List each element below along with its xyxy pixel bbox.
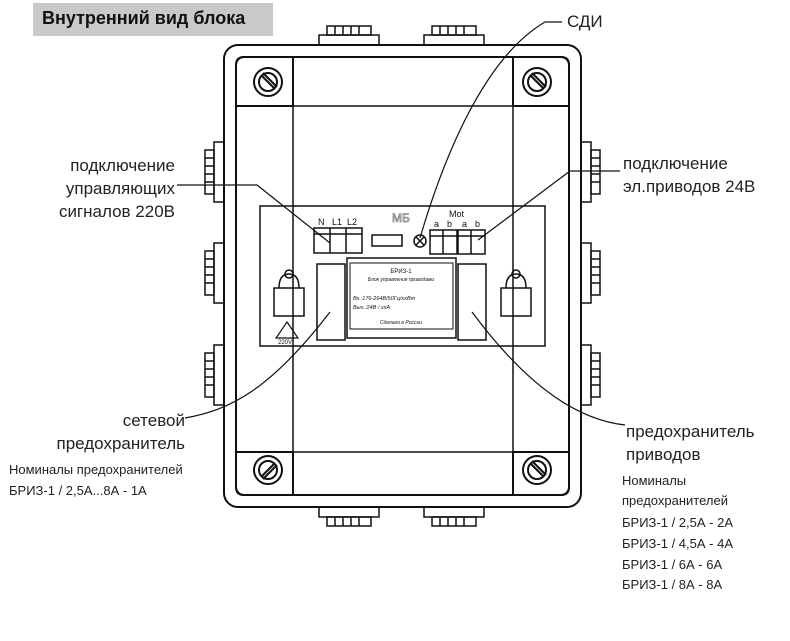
terminal-label-l2: L2 (347, 217, 357, 227)
label-control-signals-line-1: подключение (70, 156, 175, 175)
cable-gland-top-1 (318, 25, 380, 46)
screw-top-left-icon (253, 67, 283, 97)
leader-control-signals (177, 184, 331, 244)
terminal-label-a1: a (434, 219, 439, 229)
cable-gland-right-1 (580, 141, 601, 203)
corner-boss-top-right (512, 56, 570, 107)
title-banner (33, 3, 273, 36)
drive-fuse-ratings-line-2: предохранителей (622, 493, 728, 508)
label-drive-connection-line-2: эл.приводов 24В (623, 177, 756, 196)
cable-gland-bottom-1 (318, 506, 380, 527)
label-control-signals-line-3: сигналов 220В (58, 202, 175, 221)
cable-gland-left-3 (204, 344, 225, 406)
terminal-block-motor (429, 229, 486, 255)
plate-line-2: Блок управления приводами (368, 277, 435, 283)
label-drive-fuse-line-2: приводов (626, 445, 701, 464)
fuse-drive (457, 263, 487, 341)
plate-line-5: Сделано в России (380, 320, 422, 326)
led-indicator-icon (413, 234, 427, 248)
plate-line-4: Вых.:24В / ххА (353, 305, 390, 311)
led-window (371, 234, 403, 247)
drive-fuse-ratings-line-6: БРИЗ-1 / 8А - 8А (622, 577, 723, 592)
plate-line-3: Вх.:176-264В/50Гц/ххВт (353, 296, 416, 302)
label-mains-fuse-line-2: предохранитель (56, 434, 185, 453)
plate-line-1: БРИЗ-1 (390, 269, 412, 275)
cable-gland-right-3 (580, 344, 601, 406)
label-control-signals-line-2: управляющих (65, 179, 175, 198)
terminal-label-a2: a (462, 219, 467, 229)
cable-gland-right-2 (580, 242, 601, 304)
drive-fuse-ratings-line-4: БРИЗ-1 / 4,5А - 4А (622, 536, 733, 551)
high-voltage-warning-icon (274, 320, 300, 339)
enclosure-cavity (292, 105, 514, 453)
leader-drive-connection (477, 170, 620, 241)
warning-label: 220V (278, 340, 292, 346)
screw-bottom-right-icon (522, 455, 552, 485)
cable-gland-bottom-2 (423, 506, 485, 527)
mains-fuse-ratings-line-2: БРИЗ-1 / 2,5А...8А - 1А (9, 483, 147, 498)
screw-bottom-left-icon (253, 455, 283, 485)
screw-top-right-icon (522, 67, 552, 97)
terminal-block-input (313, 227, 363, 254)
drive-fuse-ratings-line-1: Номиналы (622, 473, 687, 488)
label-drive-connection-line-1: подключение (623, 154, 728, 173)
cable-gland-left-2 (204, 242, 225, 304)
cable-gland-top-2 (423, 25, 485, 46)
terminal-label-n: N (318, 217, 325, 227)
leader-drive-fuse (471, 311, 626, 426)
drive-fuse-ratings-line-3: БРИЗ-1 / 2,5А - 2А (622, 515, 733, 530)
circuit-board (259, 205, 546, 347)
padlock-right-icon (500, 269, 532, 317)
mains-fuse-ratings-line-1: Номиналы предохранителей (9, 462, 183, 477)
mot-label: Mot (449, 209, 465, 219)
corner-boss-top-left (235, 56, 294, 107)
drive-fuse-ratings-line-5: БРИЗ-1 / 6А - 6А (622, 557, 723, 572)
enclosure-inner (235, 56, 570, 496)
corner-boss-bottom-left (235, 451, 294, 496)
cable-gland-left-1 (204, 141, 225, 203)
label-drive-fuse-line-1: предохранитель (626, 422, 755, 441)
terminal-label-l1: L1 (332, 217, 342, 227)
page-title: Внутренний вид блока (42, 8, 246, 28)
padlock-left-icon (273, 269, 305, 317)
label-mains-fuse-line-1: сетевой (122, 411, 185, 430)
enclosure-outer (223, 44, 582, 508)
fuse-mains (316, 263, 346, 341)
info-plate (349, 262, 454, 330)
terminal-label-b2: b (475, 219, 480, 229)
label-led: СДИ (567, 12, 603, 31)
leader-mains-fuse (184, 311, 331, 419)
terminal-label-b1: b (447, 219, 452, 229)
leader-led (419, 21, 562, 239)
logo: МБ (392, 211, 410, 225)
transformer-body (346, 257, 457, 339)
corner-boss-bottom-right (512, 451, 570, 496)
